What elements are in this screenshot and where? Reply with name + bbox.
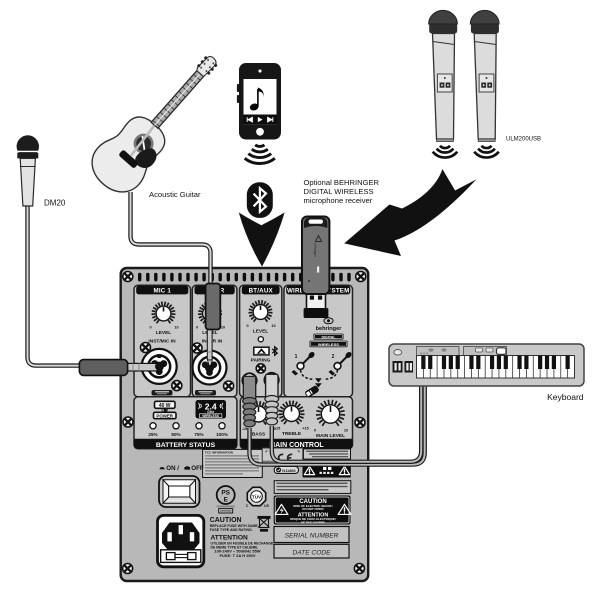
svg-text:ON /: ON / bbox=[166, 465, 179, 472]
svg-text:Acoustic Guitar: Acoustic Guitar bbox=[149, 190, 201, 199]
svg-text:behringer: behringer bbox=[313, 244, 317, 258]
svg-text:0: 0 bbox=[314, 429, 316, 433]
svg-text:SERIAL NUMBER: SERIAL NUMBER bbox=[285, 533, 339, 540]
svg-text:+15: +15 bbox=[302, 427, 308, 431]
svg-text:C: C bbox=[246, 504, 249, 508]
svg-text:2: 2 bbox=[332, 354, 335, 360]
svg-text:-15: -15 bbox=[275, 427, 281, 431]
svg-text:40 W: 40 W bbox=[159, 403, 171, 409]
svg-text:WIRELESS: WIRELESS bbox=[318, 342, 339, 347]
svg-text:TREBLE: TREBLE bbox=[282, 431, 302, 437]
svg-text:2.4: 2.4 bbox=[205, 402, 217, 412]
svg-text:25%: 25% bbox=[148, 432, 157, 437]
svg-text:100-240V ~ 50/60Hz 55W: 100-240V ~ 50/60Hz 55W bbox=[214, 549, 260, 554]
svg-text:10: 10 bbox=[271, 324, 275, 328]
svg-text:MAIN LEVEL: MAIN LEVEL bbox=[316, 433, 345, 439]
svg-text:E: E bbox=[224, 496, 229, 503]
svg-text:behringer: behringer bbox=[316, 326, 343, 332]
svg-text:WIRELESS: WIRELESS bbox=[202, 414, 219, 418]
svg-text:REPLACE FUSE WITH SAME: REPLACE FUSE WITH SAME bbox=[210, 524, 259, 528]
svg-text:OFF: OFF bbox=[191, 465, 204, 472]
svg-text:PS: PS bbox=[221, 489, 230, 496]
svg-text:100%: 100% bbox=[216, 432, 228, 437]
svg-text:microphone receiver: microphone receiver bbox=[304, 196, 373, 205]
svg-text:ATTENTION: ATTENTION bbox=[298, 512, 329, 518]
svg-text:50%: 50% bbox=[171, 432, 180, 437]
svg-text:LEVEL: LEVEL bbox=[253, 329, 269, 335]
svg-text:MIC 1: MIC 1 bbox=[153, 288, 171, 295]
svg-text:DE MEME TYPE ET CALIBRE.: DE MEME TYPE ET CALIBRE. bbox=[211, 545, 259, 549]
svg-text:DO NOT OPEN!: DO NOT OPEN! bbox=[302, 507, 323, 511]
svg-text:1: 1 bbox=[295, 354, 298, 360]
svg-text:GHz: GHz bbox=[207, 410, 214, 414]
svg-text:DATE CODE: DATE CODE bbox=[293, 550, 332, 557]
svg-text:Optional BEHRINGER: Optional BEHRINGER bbox=[304, 178, 380, 187]
svg-text:FUSE: T 2A H 250V: FUSE: T 2A H 250V bbox=[219, 553, 255, 558]
svg-text:RISK OF ELECTRIC SHOCK!: RISK OF ELECTRIC SHOCK! bbox=[293, 504, 332, 508]
svg-text:POWER: POWER bbox=[156, 413, 173, 418]
svg-text:RISQUE DE CHOC ELECTRIQUE!: RISQUE DE CHOC ELECTRIQUE! bbox=[290, 517, 336, 521]
svg-text:0: 0 bbox=[246, 324, 248, 328]
svg-text:PAIRING: PAIRING bbox=[251, 358, 271, 364]
svg-text:-15: -15 bbox=[242, 427, 248, 431]
svg-text:DIGITAL WIRELESS: DIGITAL WIRELESS bbox=[304, 187, 374, 196]
svg-text:10: 10 bbox=[344, 429, 348, 433]
svg-text:UTILISER UN FUSIBLE DE RECHANG: UTILISER UN FUSIBLE DE RECHANGE bbox=[211, 541, 274, 545]
svg-text:DM20: DM20 bbox=[44, 199, 66, 208]
svg-text:NE PAS OUVRIR!: NE PAS OUVRIR! bbox=[301, 520, 325, 524]
svg-text:N11866: N11866 bbox=[282, 468, 296, 473]
svg-text:10: 10 bbox=[174, 326, 178, 330]
svg-text:ATTENTION: ATTENTION bbox=[211, 534, 248, 541]
svg-text:BATTERY STATUS: BATTERY STATUS bbox=[156, 442, 216, 449]
svg-text:BT/AUX: BT/AUX bbox=[249, 288, 274, 295]
svg-text:Keyboard: Keyboard bbox=[547, 392, 584, 402]
svg-text:US: US bbox=[264, 504, 269, 508]
svg-text:MAIN CONTROL: MAIN CONTROL bbox=[269, 442, 324, 449]
svg-text:TÜV: TÜV bbox=[252, 494, 262, 500]
svg-text:0: 0 bbox=[149, 326, 151, 330]
svg-text:FCC INFORMATION: FCC INFORMATION bbox=[205, 450, 233, 454]
svg-text:ULM200USB: ULM200USB bbox=[506, 136, 541, 142]
svg-text:CAUTION: CAUTION bbox=[210, 517, 242, 524]
svg-text:CAUTION: CAUTION bbox=[299, 499, 326, 505]
svg-text:FUSE TYPE AND RATING.: FUSE TYPE AND RATING. bbox=[210, 528, 253, 532]
svg-text:DIGITAL: DIGITAL bbox=[321, 335, 336, 339]
svg-text:10: 10 bbox=[221, 326, 225, 330]
svg-text:LEVEL: LEVEL bbox=[156, 330, 172, 336]
svg-text:BASS: BASS bbox=[252, 432, 266, 438]
svg-text:0: 0 bbox=[196, 326, 198, 330]
svg-text:75%: 75% bbox=[194, 432, 203, 437]
svg-text:INST/MIC IN: INST/MIC IN bbox=[148, 338, 176, 344]
